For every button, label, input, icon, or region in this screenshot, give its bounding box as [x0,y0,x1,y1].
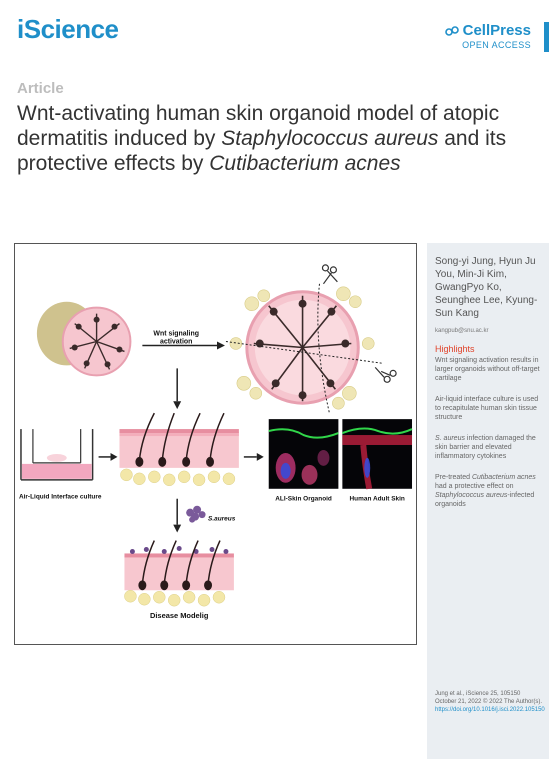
text-segment: infection damaged the skin barrier and e… [435,435,536,460]
copyright-line: October 21, 2022 © 2022 The Author(s). [435,699,543,705]
italic-text: Cutibacterium acnes [471,474,536,481]
citation-line: Jung et al., iScience 25, 105150 [435,691,521,697]
down-arrow [173,498,182,533]
text-segment: and its protective effects by [17,127,507,175]
highlights-title: Highlights [435,344,475,354]
text-segment: Air-liquid interface culture is used to … [435,396,539,421]
highlight-item: Air-liquid interface culture is used to … [435,395,541,422]
text-segment: -infected organoids [435,492,535,508]
ali-organoid-image [268,419,339,489]
text-segment: Wnt-activating human skin organoid model… [17,102,500,150]
italic-text: S. aureus [435,435,465,442]
doi-link[interactable]: https://doi.org/10.1016/j.isci.2022.1051… [435,707,545,713]
highlight-item: Pre-treated Cutibacterium acnes had a pr… [435,473,541,509]
cellpress-logo-icon [444,25,459,36]
journal-name: iScience [17,14,119,44]
corresponding-email[interactable]: kangpub@snu.ac.kr [435,328,489,334]
adult-skin-label: Human Adult Skin [350,496,405,503]
wnt-label-line2: activation [160,339,192,346]
diseased-skin-illustration [124,540,234,607]
publisher-logo: CellPress OPEN ACCESS [444,22,531,50]
adult-skin-image [342,419,413,490]
open-access-label: OPEN ACCESS [462,40,531,50]
bacteria-icon [186,505,206,523]
scissors-icon [374,366,397,383]
sidebar-panel: Song-yi Jung, Hyun Ju You, Min-Ji Kim, G… [427,243,549,759]
right-arrow [98,452,118,461]
citation-block: Jung et al., iScience 25, 105150 October… [435,690,545,714]
right-arrow [243,452,264,461]
highlight-item: S. aureus infection damaged the skin bar… [435,434,541,461]
italic-text: Cutibacterium acnes [209,152,401,175]
publisher-name: CellPress [462,22,531,39]
highlights-list: Wnt signaling activation results in larg… [435,356,541,509]
wnt-arrow [142,341,225,350]
transwell-illustration [20,429,94,481]
disease-modeling-label: Disease Modelig [150,611,209,620]
text-segment: Pre-treated [435,474,472,481]
edge-accent-bar [544,22,549,52]
text-segment: had a protective effect on [435,483,514,490]
highlight-item: Wnt signaling activation results in larg… [435,356,541,383]
wnt-label-line1: Wnt signaling [153,331,199,338]
skin-tissue-illustration [119,412,239,487]
article-type: Article [17,80,64,97]
article-title: Wnt-activating human skin organoid model… [17,101,537,176]
saureus-label: S.aureus [208,516,236,523]
down-arrow [173,368,182,410]
graphical-abstract: Wnt signaling activation [14,243,417,645]
author-list: Song-yi Jung, Hyun Ju You, Min-Ji Kim, G… [435,256,538,319]
text-segment: Wnt signaling activation results in larg… [435,357,540,382]
scissors-icon [321,264,338,285]
small-organoid-illustration [36,301,132,377]
large-organoid-illustration [225,283,384,414]
ali-culture-label: Air-Liquid Interface culture [19,494,102,501]
italic-text: Staphylococcus aureus [221,127,439,150]
italic-text: Staphylococcus aureus [435,492,508,499]
ali-organoid-label: ALI-Skin Organoid [275,496,332,503]
